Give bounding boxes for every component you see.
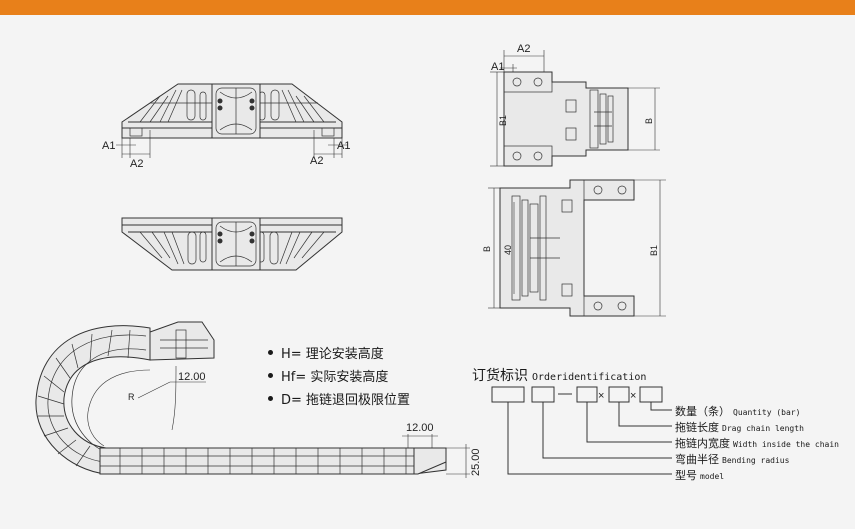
dim-a2-right: A2 — [310, 155, 323, 167]
order-item-en: Width inside the chain — [733, 440, 839, 449]
code-box-width — [576, 386, 598, 403]
code-box-length — [608, 386, 630, 403]
side-view-bottom — [488, 179, 666, 317]
bullet-icon — [268, 396, 273, 401]
legend-list: H= 理论安装高度 Hf= 实际安装高度 D= 拖链退回极限位置 — [268, 341, 410, 410]
chain-bent-view — [35, 321, 470, 478]
legend-item-h: H= 理论安装高度 — [268, 341, 410, 364]
order-title-zh: 订货标识 — [472, 368, 528, 384]
side-view-top — [490, 50, 660, 167]
bullet-icon — [268, 350, 273, 355]
dim-b1-top: B1 — [498, 115, 508, 126]
front-view-middle — [121, 217, 343, 271]
legend-text: H= 理论安装高度 — [281, 347, 384, 362]
dim-b-top: B — [644, 118, 654, 124]
order-item-zh: 型号 — [675, 469, 697, 482]
order-item-zh: 数量（条） — [675, 405, 730, 418]
dim-a2-left: A2 — [130, 158, 143, 170]
dim-a1-right: A1 — [337, 140, 350, 152]
order-item-zh: 拖链长度 — [675, 421, 719, 434]
dim-b1-bottom: B1 — [649, 245, 659, 256]
dim-40: 40 — [503, 245, 513, 255]
code-separator-2: × — [630, 390, 636, 402]
order-title-en: Orderidentification — [532, 372, 647, 383]
dim-b-bottom: B — [482, 246, 492, 252]
order-code-diagram — [491, 386, 672, 475]
dim-pitch-run: 12.00 — [406, 422, 434, 434]
dim-r: R — [128, 392, 135, 402]
dim-a1-left: A1 — [102, 140, 115, 152]
order-item-en: Quantity (bar) — [733, 408, 801, 417]
accent-bar — [0, 0, 855, 15]
bullet-icon — [268, 373, 273, 378]
dim-pitch-bend: 12.00 — [178, 371, 206, 383]
dim-a1-side: A1 — [491, 61, 504, 73]
order-item-zh: 拖链内宽度 — [675, 437, 730, 450]
dim-height: 25.00 — [470, 448, 482, 476]
order-item-zh: 弯曲半径 — [675, 453, 719, 466]
legend-item-hf: Hf= 实际安装高度 — [268, 364, 410, 387]
code-box-model — [491, 386, 525, 403]
legend-text: Hf= 实际安装高度 — [281, 370, 389, 385]
code-box-quantity — [639, 386, 663, 403]
legend-item-d: D= 拖链退回极限位置 — [268, 387, 410, 410]
front-view-top — [116, 83, 348, 158]
legend-text: D= 拖链退回极限位置 — [281, 393, 411, 408]
code-box-radius — [531, 386, 555, 403]
order-item-quantity: 数量（条）Quantity (bar) — [675, 403, 800, 419]
order-item-en: model — [700, 472, 725, 481]
code-separator-1: × — [598, 390, 604, 402]
order-item-en: Bending radius — [722, 456, 790, 465]
order-item-en: Drag chain length — [722, 424, 804, 433]
dim-a2-side: A2 — [517, 43, 530, 55]
order-title: 订货标识 Orderidentification — [472, 365, 646, 385]
